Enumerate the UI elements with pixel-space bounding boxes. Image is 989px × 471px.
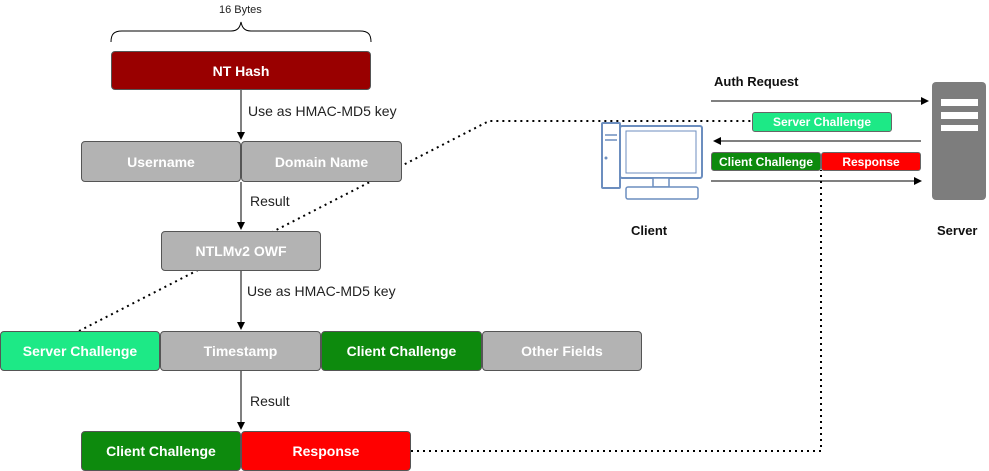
username-box: Username [81, 141, 241, 182]
bytes-brace [110, 21, 372, 43]
computer-icon [601, 122, 703, 200]
client-challenge-field: Client Challenge [321, 331, 482, 371]
server-icon [932, 82, 986, 200]
ntlmv2-owf-box: NTLMv2 OWF [161, 231, 321, 271]
auth-request-label: Auth Request [714, 74, 799, 89]
result-label-1: Result [250, 193, 290, 209]
server-label: Server [937, 223, 978, 238]
client-challenge-output: Client Challenge [81, 431, 241, 471]
domain-name-box: Domain Name [241, 141, 402, 182]
result-label-2: Result [250, 393, 290, 409]
response-output: Response [241, 431, 411, 471]
server-challenge-field: Server Challenge [0, 331, 160, 371]
client-label: Client [631, 223, 668, 238]
client-challenge-message: Client Challenge [711, 152, 821, 171]
nt-hash-box: NT Hash [111, 51, 371, 90]
timestamp-field: Timestamp [160, 331, 321, 371]
response-message: Response [821, 152, 921, 171]
hmac-key-label-1: Use as HMAC-MD5 key [248, 103, 397, 119]
dotted-response-link [411, 170, 822, 452]
bytes-label: 16 Bytes [219, 4, 262, 16]
server-challenge-message: Server Challenge [752, 112, 892, 132]
hmac-key-label-2: Use as HMAC-MD5 key [247, 283, 396, 299]
other-fields-field: Other Fields [482, 331, 642, 371]
